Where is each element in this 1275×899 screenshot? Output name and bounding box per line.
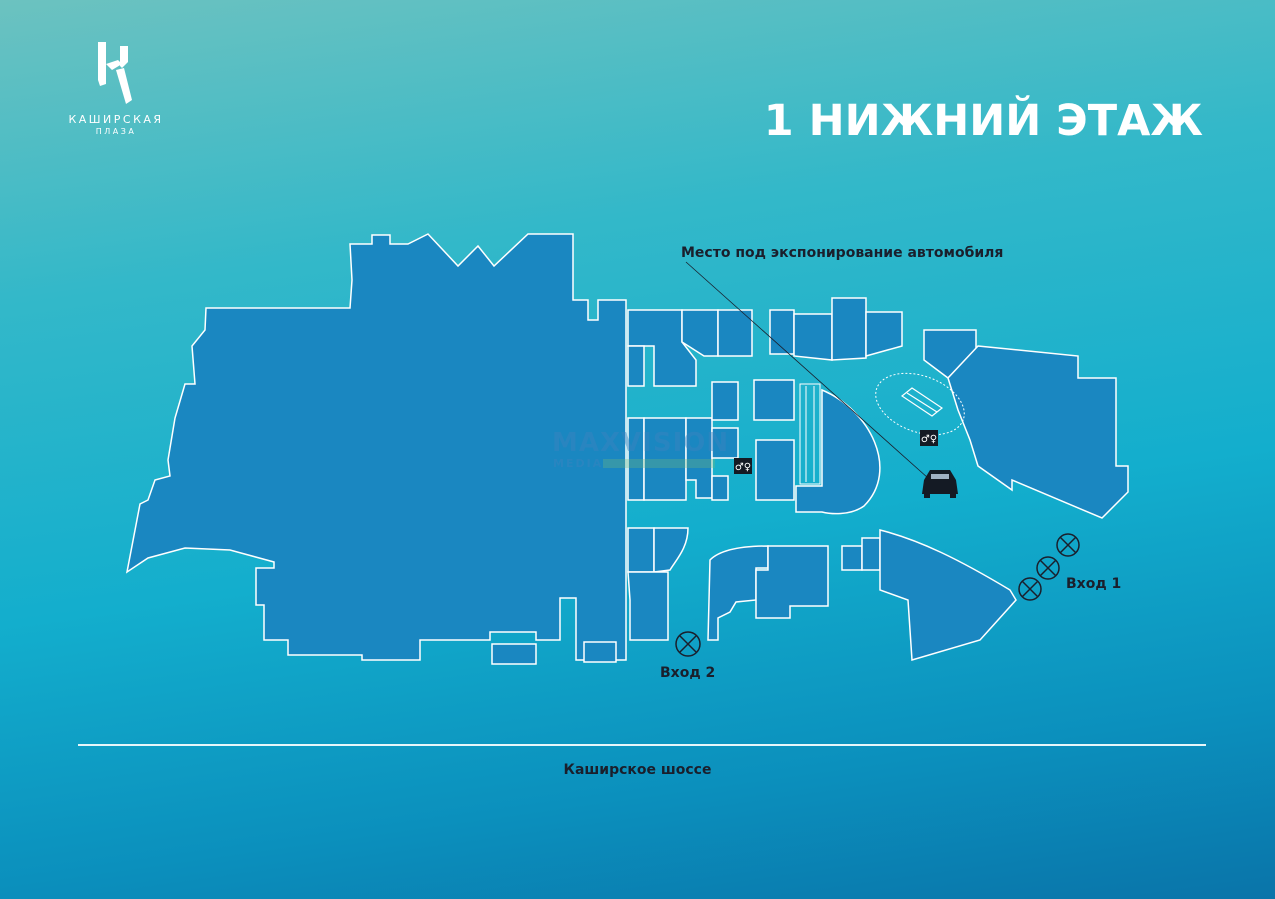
brand-name-line1: КАШИРСКАЯ [68, 113, 164, 126]
shop-block [793, 313, 833, 361]
road-label: Каширское шоссе [563, 762, 712, 778]
escalator-icon [900, 387, 944, 417]
entrance-1-label: Вход 1 [1066, 576, 1122, 592]
shop-block [755, 439, 795, 501]
entrance-cross-icon [1036, 556, 1060, 580]
shop-block [627, 527, 655, 573]
anchor-store-west [125, 233, 627, 661]
restroom-icon: ♂♀ [920, 430, 938, 446]
shop-block [711, 475, 729, 501]
shop-block [861, 537, 881, 571]
watermark-text: MAXVISION [552, 428, 730, 458]
shop-block [627, 571, 669, 641]
shop-block [879, 529, 1017, 661]
entrance-2-label: Вход 2 [660, 665, 716, 681]
shop-block [711, 381, 739, 421]
shop-block [753, 379, 795, 421]
anchor-store-east [947, 345, 1129, 519]
shop-block [755, 545, 829, 619]
shop-block [831, 297, 867, 361]
label-pointer [685, 261, 929, 479]
brand-logo: КАШИРСКАЯ ПЛАЗА [56, 40, 176, 140]
entrance-cross-icon [1056, 533, 1080, 557]
entrance-cross-icon [675, 631, 701, 657]
watermark-bar [603, 459, 715, 468]
escalator-icon [799, 383, 821, 485]
entrance-cross-icon [1018, 577, 1042, 601]
shop-block [643, 417, 687, 501]
restroom-icon: ♂♀ [734, 458, 752, 474]
shop-block [653, 527, 689, 573]
road-line [78, 744, 1206, 746]
car-display-area [875, 372, 965, 436]
brand-name-line2: ПЛАЗА [95, 127, 137, 136]
watermark-subtext: MEDIA [553, 457, 604, 470]
shop-block [717, 309, 753, 357]
svg-text:♂♀: ♂♀ [735, 462, 751, 473]
car-display-label: Место под экспонирование автомобиля [681, 245, 1004, 261]
central-island [795, 388, 881, 515]
shop-block [865, 311, 903, 357]
shop-block [583, 641, 617, 663]
svg-text:♂♀: ♂♀ [921, 434, 937, 445]
k-monogram-icon [98, 42, 132, 104]
shop-block [491, 643, 537, 665]
shop-block [681, 309, 719, 357]
shop-block [841, 545, 863, 571]
floor-title: 1 НИЖНИЙ ЭТАЖ [763, 96, 1203, 146]
shop-block [627, 345, 645, 387]
